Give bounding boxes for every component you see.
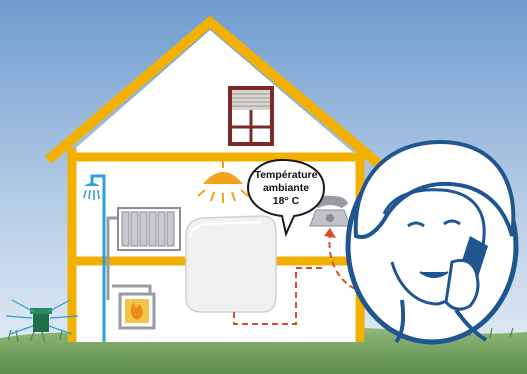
- window-shutter-icon: [230, 88, 272, 144]
- bubble-line-1: Température: [255, 169, 318, 181]
- bubble-line-3: 18° C: [273, 195, 300, 207]
- woman-on-phone-icon: [348, 142, 516, 342]
- boiler-flame-icon: [120, 294, 154, 328]
- bubble-line-2: ambiante: [263, 182, 309, 194]
- thermostat-box-icon: [186, 216, 276, 312]
